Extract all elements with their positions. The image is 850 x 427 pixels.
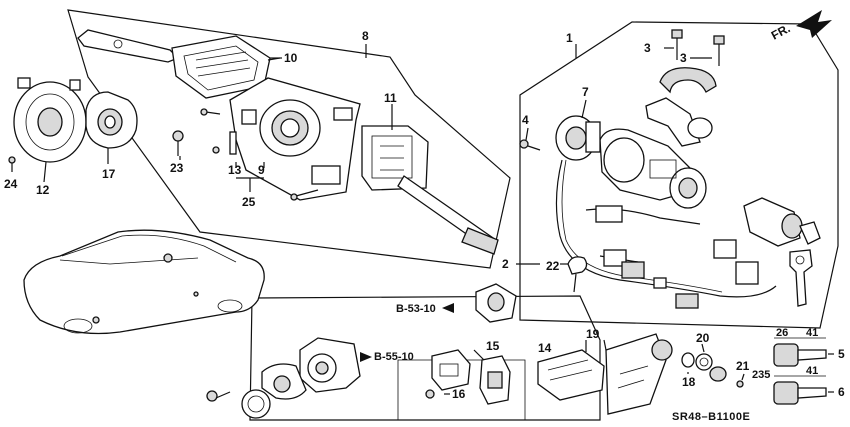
reference-arrow-b55 <box>360 352 372 362</box>
door-lock-cylinder-component <box>475 283 517 323</box>
callout-18: 18 <box>682 375 696 389</box>
wiper-switch-part-11 <box>361 125 499 255</box>
key-dim-235: 235 <box>752 369 770 381</box>
wire-clip-part-22 <box>567 256 588 293</box>
key-dim-26: 26 <box>776 327 788 339</box>
callout-10: 10 <box>284 51 298 65</box>
bolt-lower-left <box>206 390 231 402</box>
callout-21: 21 <box>736 359 750 373</box>
callout-7: 7 <box>582 85 589 99</box>
cancel-sleeve-part-17 <box>85 91 138 164</box>
key-cylinder-assembly <box>743 197 821 247</box>
key-part-5 <box>773 343 827 367</box>
lighting-switch-lever-part-8 <box>77 29 271 99</box>
callout-14: 14 <box>538 341 552 355</box>
pin-part-13 <box>229 131 237 155</box>
latch-assembly <box>605 333 673 415</box>
callout-13: 13 <box>228 163 242 177</box>
cable-reel-part-12 <box>13 77 87 183</box>
front-direction-arrow-icon <box>796 10 832 38</box>
screw-part-24 <box>8 156 16 172</box>
screw-near-part-9 <box>200 108 221 154</box>
key-dim-41-top: 41 <box>806 327 818 339</box>
callout-3-right: 3 <box>680 51 687 65</box>
switch-part-15 <box>479 355 511 405</box>
key-dim-41-bottom: 41 <box>806 365 818 377</box>
callout-2: 2 <box>502 257 509 271</box>
front-direction-label: FR. <box>769 21 793 42</box>
washer-part-20 <box>695 353 713 371</box>
callout-15: 15 <box>486 339 500 353</box>
reference-label-b53: B-53-10 <box>396 303 436 315</box>
callout-17: 17 <box>102 167 116 181</box>
callout-11: 11 <box>384 91 397 105</box>
callout-16: 16 <box>452 387 466 401</box>
leader-lines <box>179 44 834 395</box>
control-unit-part-19 <box>537 349 605 401</box>
shear-bolt-part-3-left <box>671 29 683 60</box>
ignition-switch-part-7 <box>555 115 601 161</box>
callout-23: 23 <box>170 161 184 175</box>
callout-19: 19 <box>586 327 600 341</box>
shear-bolt-part-3-right <box>713 35 725 66</box>
cap-near-part-20 <box>709 366 727 382</box>
trunk-cylinder-component <box>299 337 361 393</box>
callout-20: 20 <box>696 331 710 345</box>
key-part-6 <box>773 381 827 405</box>
screw-part-21 <box>736 380 744 388</box>
callout-8: 8 <box>362 29 369 43</box>
callout-3-left: 3 <box>644 41 651 55</box>
vehicle-silhouette <box>23 229 265 335</box>
screw-part-4 <box>519 139 541 151</box>
callout-24: 24 <box>4 177 18 191</box>
gasket-ring-component <box>241 389 271 419</box>
key-icon <box>789 249 813 307</box>
washer-part-18 <box>681 352 695 368</box>
long-screw-near-part-25 <box>290 189 319 201</box>
callout-12: 12 <box>36 183 50 197</box>
callout-4: 4 <box>522 113 529 127</box>
connector-near-part-2 <box>595 205 759 309</box>
clamp-bracket-part-3 <box>659 67 717 94</box>
bezel-component <box>261 363 307 400</box>
switch-bracket-part-16 <box>425 349 471 399</box>
combination-switch-body-part-9 <box>229 77 361 201</box>
steering-lock-assembly-part-1 <box>599 97 713 209</box>
bolt-part-23 <box>172 130 184 156</box>
reference-label-b55: B-55-10 <box>374 351 414 363</box>
callout-22: 22 <box>546 259 560 273</box>
reference-arrow-b53 <box>442 303 454 313</box>
callout-9: 9 <box>258 163 265 177</box>
diagram-code: SR48–B1100E <box>672 411 750 423</box>
callout-25: 25 <box>242 195 256 209</box>
callout-1: 1 <box>566 31 573 45</box>
callout-5: 5 <box>838 347 845 361</box>
callout-6: 6 <box>838 385 845 399</box>
